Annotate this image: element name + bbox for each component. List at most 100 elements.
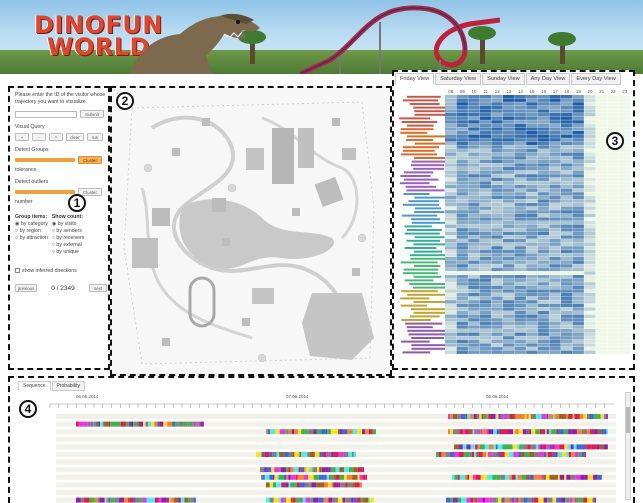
- heat-cell: [537, 105, 550, 110]
- visitor-row[interactable]: [56, 414, 616, 419]
- visit-segment: [470, 414, 474, 419]
- heat-cell: [514, 120, 526, 124]
- visit-segment: [528, 429, 532, 435]
- heat-cell: [445, 293, 457, 297]
- visitor-row[interactable]: [56, 444, 616, 450]
- tolerance-slider[interactable]: [15, 158, 75, 162]
- visit-segment: [482, 452, 487, 457]
- tab-sunday-view[interactable]: Sunday View: [482, 73, 525, 85]
- outlier-number-slider[interactable]: [15, 190, 75, 194]
- attraction-row-label: [400, 175, 431, 177]
- heat-cell: [491, 296, 503, 300]
- group-by-attraction-radio[interactable]: ○ by attraction: [15, 235, 48, 241]
- heat-cell: [491, 206, 503, 210]
- park-map[interactable]: [112, 88, 392, 376]
- heat-cell: [619, 332, 631, 336]
- heat-cell: [561, 296, 573, 300]
- visit-segment: [285, 429, 289, 435]
- visit-segment: [345, 497, 348, 503]
- tab-friday-view[interactable]: Friday View: [395, 73, 435, 85]
- heat-cell: [514, 188, 526, 192]
- visit-segment: [459, 429, 463, 435]
- heat-cell: [468, 293, 480, 297]
- heat-cell: [572, 347, 584, 351]
- cluster-outliers-button[interactable]: Cluster: [78, 188, 102, 196]
- heat-cell: [491, 123, 503, 128]
- visit-segment: [518, 497, 521, 503]
- heat-cell: [503, 239, 515, 243]
- heat-cell: [479, 152, 492, 156]
- visitor-row[interactable]: [56, 490, 616, 495]
- visit-segment: [327, 429, 331, 435]
- heat-cell: [595, 181, 608, 185]
- timeline-scrollbar[interactable]: [625, 392, 631, 500]
- count-by-receivers-radio[interactable]: ○ by receivers: [51, 235, 85, 241]
- visit-segment: [133, 497, 136, 503]
- palm-tree-icon: [560, 36, 565, 64]
- visitor-row[interactable]: [56, 459, 616, 465]
- vq-remove-button[interactable]: -: [32, 133, 46, 141]
- heat-cell: [503, 102, 515, 106]
- heat-cell: [572, 156, 584, 160]
- group-by-region-radio[interactable]: ○ by region: [15, 228, 41, 234]
- heat-cell: [572, 113, 584, 117]
- tab-probability[interactable]: Probability: [51, 381, 85, 391]
- vq-clear-button[interactable]: clear: [66, 133, 84, 141]
- heat-cell: [468, 336, 480, 340]
- next-button[interactable]: next: [89, 284, 107, 292]
- heat-cell: [491, 134, 503, 138]
- cluster-groups-button[interactable]: Cluster: [78, 156, 102, 164]
- tab-any-day-view[interactable]: Any Day View: [525, 73, 571, 85]
- tab-saturday-view[interactable]: Saturday View: [435, 73, 482, 85]
- visit-segment: [189, 421, 194, 427]
- heat-cell: [607, 206, 619, 210]
- heat-cell: [549, 296, 561, 300]
- visit-segment: [264, 452, 270, 457]
- tab-every-day-view[interactable]: Every Day View: [571, 73, 621, 85]
- previous-button[interactable]: previous: [15, 284, 37, 292]
- heat-cell: [503, 242, 515, 246]
- heat-cell: [549, 167, 561, 171]
- scrollbar-thumb[interactable]: [626, 407, 630, 433]
- park-map-panel[interactable]: 2: [110, 86, 392, 376]
- tab-sequence[interactable]: Sequence: [18, 381, 51, 391]
- vq-run-button[interactable]: run: [87, 133, 103, 141]
- visit-segment: [190, 497, 194, 503]
- heat-cell: [607, 321, 619, 326]
- heat-cell: [456, 131, 468, 135]
- visit-segment: [313, 429, 317, 435]
- heat-cell: [607, 339, 619, 344]
- visit-segment: [348, 452, 352, 457]
- visit-segment: [597, 429, 602, 435]
- visit-segment: [333, 474, 336, 480]
- group-by-category-radio[interactable]: ◉ by category: [15, 221, 48, 227]
- heat-cell: [607, 275, 619, 279]
- visit-segment: [485, 474, 487, 480]
- heat-cell: [503, 199, 515, 203]
- heat-cell: [549, 163, 561, 167]
- heat-cell: [595, 271, 608, 275]
- visitor-row[interactable]: [56, 421, 616, 427]
- inferred-directions-checkbox[interactable]: show inferred directions: [15, 268, 107, 274]
- visitor-row[interactable]: [56, 436, 616, 442]
- heat-cell: [456, 98, 468, 102]
- count-by-unique-radio[interactable]: ○ by unique: [51, 249, 79, 255]
- heat-cell: [584, 325, 596, 329]
- vq-add-button[interactable]: +: [15, 133, 29, 141]
- count-by-external-radio[interactable]: ○ by external: [51, 242, 82, 248]
- visit-segment: [604, 444, 608, 450]
- heat-cell: [619, 195, 631, 200]
- visitor-id-input[interactable]: [15, 110, 77, 118]
- heat-cell: [491, 231, 503, 236]
- count-by-visits-radio[interactable]: ◉ by visits: [51, 221, 77, 227]
- count-by-senders-radio[interactable]: ○ by senders: [51, 228, 82, 234]
- heat-cell: [537, 221, 550, 225]
- visit-segment: [513, 414, 516, 419]
- heat-cell: [503, 278, 515, 282]
- heat-cell: [445, 303, 457, 308]
- submit-button[interactable]: Submit: [80, 110, 104, 118]
- visit-segment: [309, 467, 312, 473]
- vq-wildcard-button[interactable]: *: [49, 133, 63, 141]
